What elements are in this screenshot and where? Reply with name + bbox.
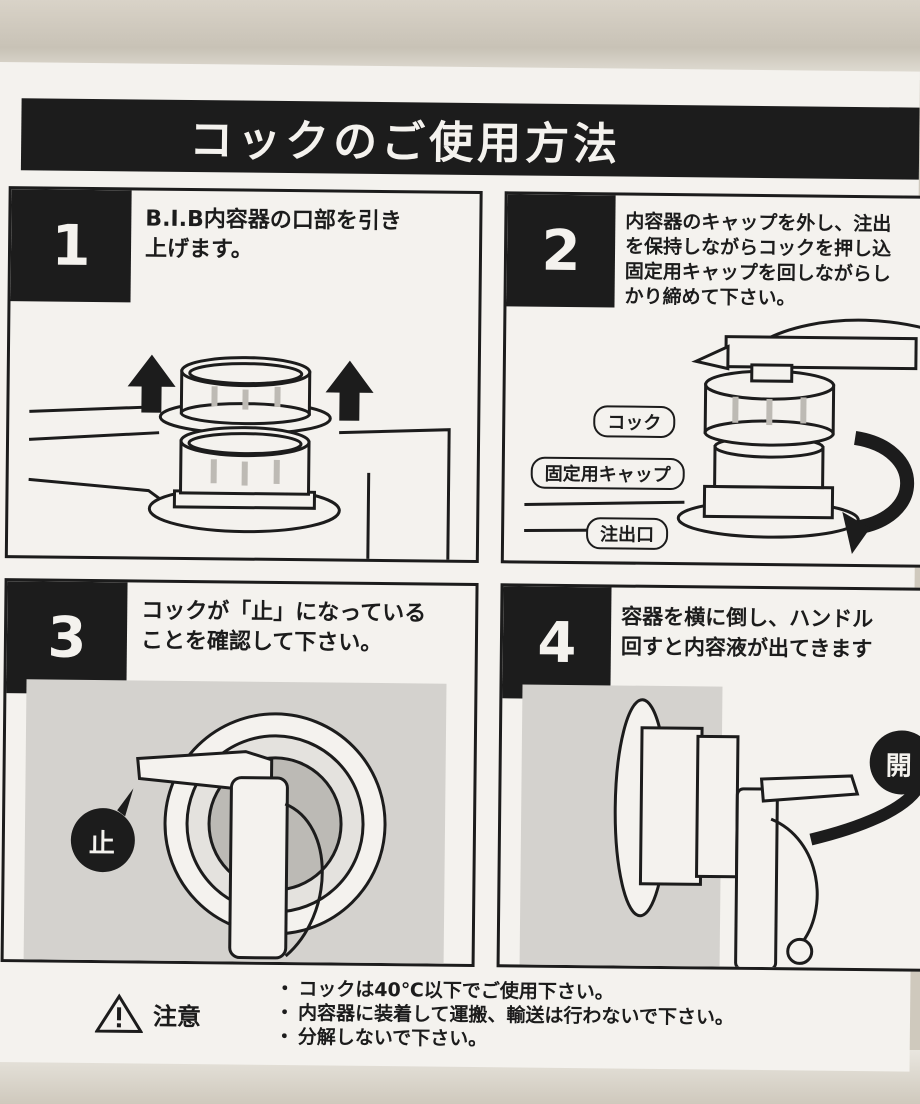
caution-title: 注意 [152, 1002, 202, 1031]
rotate-arrow-icon [842, 431, 914, 554]
page-title: コックのご使用方法 [188, 114, 622, 171]
spout-side-icon [613, 698, 740, 918]
open-badge-icon [869, 730, 920, 795]
label-fixing-cap: 固定用キャップ [530, 456, 685, 491]
spout-icon [676, 435, 860, 539]
caution-heading: 注意 [94, 993, 202, 1034]
step-1-illustration [28, 354, 451, 564]
step-4-panel: 4 容器を横に倒し、ハンドル 回すと内容液が出てきます 開 [496, 583, 920, 972]
stop-badge-icon [70, 788, 135, 873]
step-4-illustration [519, 684, 920, 972]
open-badge-label: 開 [885, 751, 912, 782]
cock-lever-icon [734, 774, 860, 971]
label-cock: コック [593, 405, 676, 439]
header-bar: コックのご使用方法 [20, 98, 920, 180]
step-3-panel: 3 コックが「止」になっている ことを確認して下さい。 止 [0, 578, 479, 968]
arrow-up-icon [325, 360, 374, 421]
warning-icon [94, 993, 144, 1034]
cock-lever-icon [136, 750, 324, 960]
cock-valve-icon [691, 318, 920, 383]
stop-badge-label: 止 [88, 828, 115, 860]
step-2-illustration [524, 318, 920, 554]
step-1-panel: 1 B.I.B内容器の口部を引き 上げます。 [4, 186, 483, 564]
caution-notes: コックは40℃以下でご使用下さい。 内容器に装着して運搬、輸送は行わないで下さい… [275, 977, 735, 1054]
label-spout: 注出口 [585, 517, 669, 551]
step-2-panel: 2 内容器のキャップを外し、注出 を保持しながらコックを押し込 固定用キャップを… [500, 191, 920, 568]
step-3-illustration [23, 679, 447, 968]
caution-section: 注意 コックは40℃以下でご使用下さい。 内容器に装着して運搬、輸送は行わないで… [94, 975, 886, 1073]
arrow-up-icon [127, 354, 176, 413]
spout-base-icon [147, 426, 341, 534]
caution-note: 分解しないで下さい。 [275, 1025, 734, 1054]
instruction-sheet: コックのご使用方法 1 B.I.B内容器の口部を引き 上げます。 [0, 62, 920, 1072]
